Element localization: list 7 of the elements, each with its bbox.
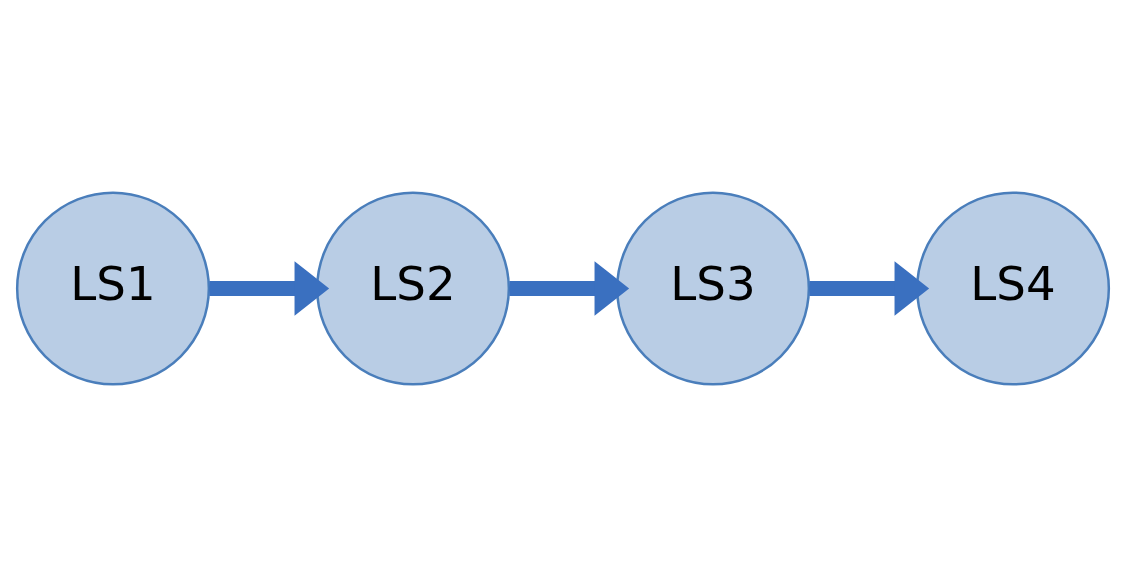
node-circle: LS2 — [315, 190, 511, 386]
node-circle: LS3 — [615, 190, 811, 386]
arrow — [209, 260, 330, 316]
arrow — [809, 260, 930, 316]
node-circle: LS1 — [15, 190, 211, 386]
arrow — [509, 260, 630, 316]
node-circle: LS4 — [915, 190, 1111, 386]
